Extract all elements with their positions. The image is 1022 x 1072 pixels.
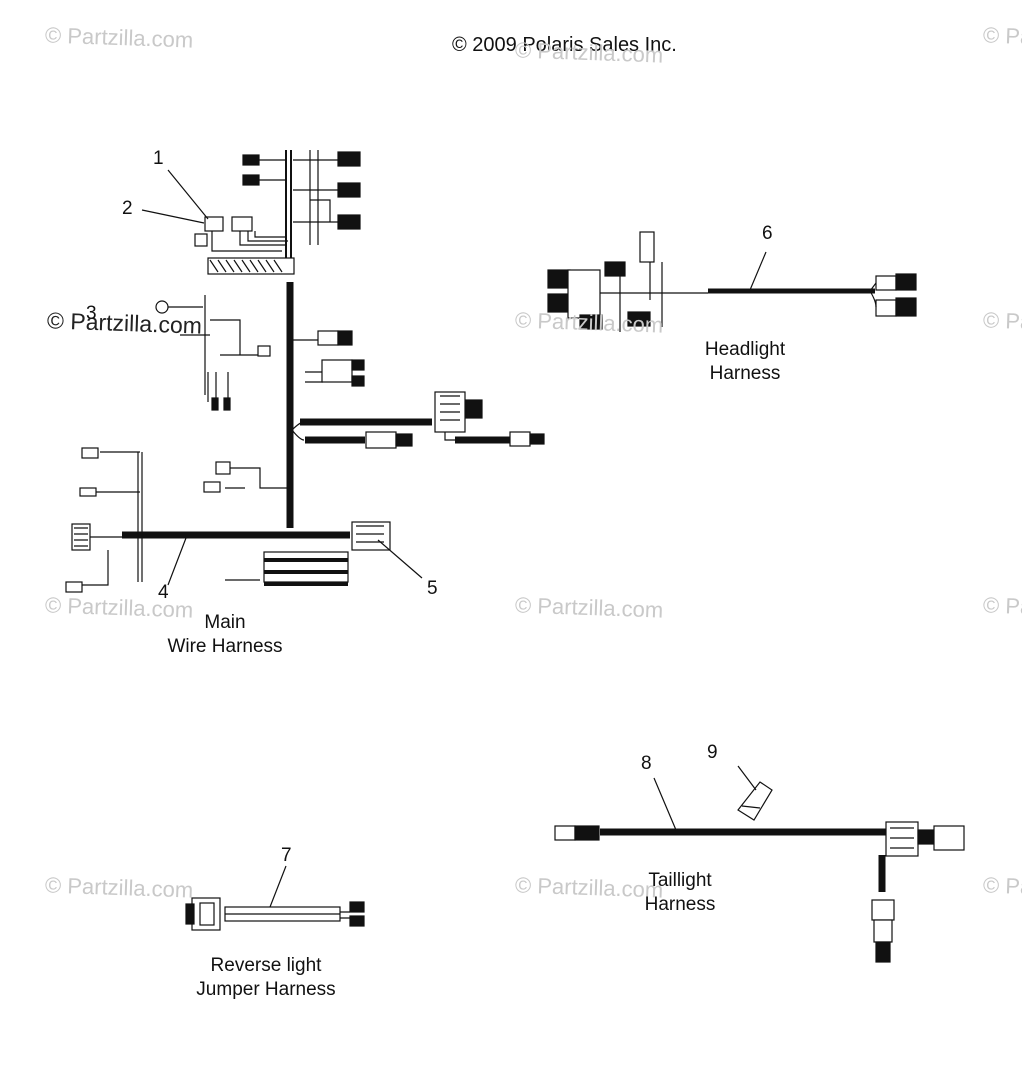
callout-5[interactable]: 5 (427, 578, 438, 599)
watermark: © Partzilla.com (514, 592, 664, 623)
callout-7[interactable]: 7 (281, 845, 292, 866)
callout-1[interactable]: 1 (153, 148, 164, 169)
callout-4[interactable]: 4 (158, 582, 169, 603)
callout-8[interactable]: 8 (641, 753, 652, 774)
caption-line: Main (204, 612, 246, 633)
caption-line: Headlight (704, 339, 786, 360)
reverse-light-harness-caption: Reverse light Jumper Harness (176, 954, 356, 1002)
reverse-light-harness-drawing (185, 865, 365, 931)
caption-line: Reverse light (210, 955, 322, 976)
main-harness-caption: Main Wire Harness (150, 611, 300, 659)
watermark: © Partzilla.com (44, 872, 194, 903)
main-wire-harness-drawing (65, 150, 545, 593)
callout-2[interactable]: 2 (122, 198, 133, 219)
watermark: © Partzilla.com (514, 37, 664, 68)
callout-9[interactable]: 9 (707, 742, 718, 763)
watermark: © Partzilla.com (46, 307, 203, 339)
callout-3[interactable]: 3 (86, 303, 97, 324)
caption-line: Harness (644, 894, 716, 915)
caption-line: Wire Harness (167, 636, 283, 657)
headlight-harness-caption: Headlight Harness (680, 338, 810, 386)
caption-line: Harness (709, 363, 781, 384)
taillight-harness-drawing (554, 765, 965, 963)
callout-6[interactable]: 6 (762, 223, 773, 244)
taillight-harness-caption: Taillight Harness (625, 869, 735, 917)
caption-line: Taillight (648, 870, 712, 891)
caption-line: Jumper Harness (196, 979, 336, 1000)
watermark: © Partzilla.com (44, 22, 194, 53)
watermark: © Partzilla.com (514, 307, 664, 338)
headlight-harness-drawing (547, 231, 917, 332)
copyright-notice: © 2009 Polaris Sales Inc. (452, 34, 677, 56)
